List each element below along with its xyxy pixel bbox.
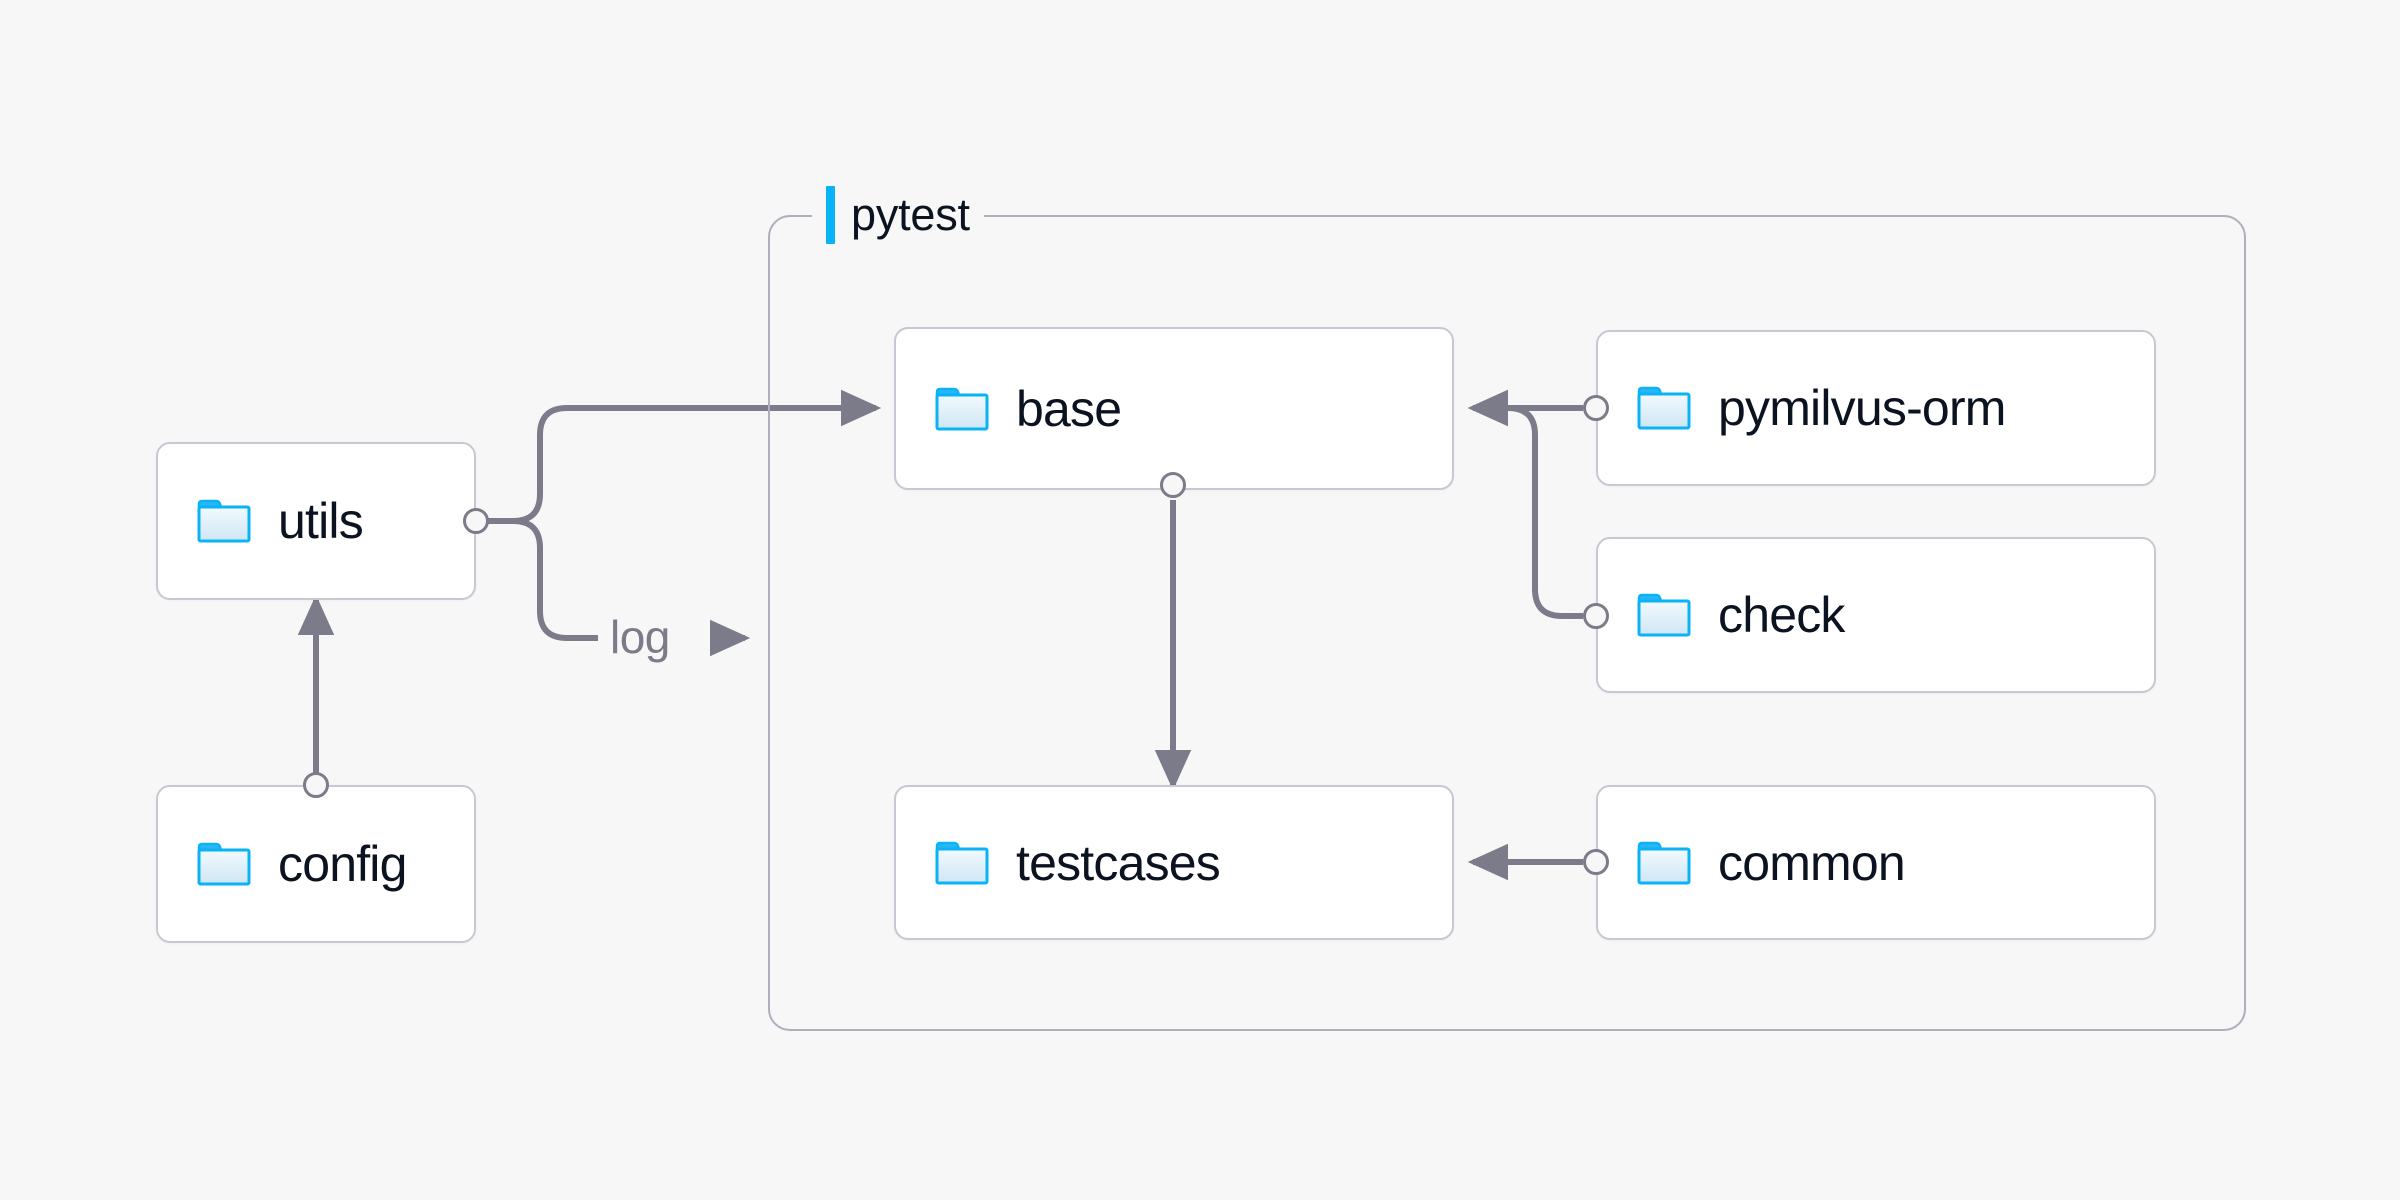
node-check[interactable]: check <box>1596 537 2156 693</box>
node-pymilvus-orm-content: pymilvus-orm <box>1598 383 2006 433</box>
folder-icon <box>935 387 989 430</box>
edge-utils-to-pytest-log <box>487 518 598 641</box>
folder-icon <box>197 499 251 543</box>
node-pymilvus-orm-label: pymilvus-orm <box>1718 380 2006 436</box>
port-common-left[interactable] <box>1583 849 1609 875</box>
group-pytest <box>768 215 2246 1031</box>
node-base-label: base <box>1016 380 1122 437</box>
folder-icon <box>1637 593 1691 637</box>
port-pymilvus-orm-left[interactable] <box>1583 395 1609 421</box>
node-base[interactable]: base <box>894 327 1454 490</box>
node-pymilvus-orm[interactable]: pymilvus-orm <box>1596 330 2156 486</box>
edge-label-log: log <box>598 614 682 660</box>
node-base-content: base <box>896 380 1122 437</box>
node-common-content: common <box>1598 834 1906 891</box>
node-common[interactable]: common <box>1596 785 2156 940</box>
node-testcases[interactable]: testcases <box>894 785 1454 940</box>
node-utils-label: utils <box>278 493 364 549</box>
folder-icon <box>935 841 989 884</box>
group-pytest-label: pytest <box>812 183 984 247</box>
port-check-left[interactable] <box>1583 603 1609 629</box>
node-common-label: common <box>1718 834 1906 891</box>
node-config-label: config <box>278 836 407 892</box>
accent-bar-icon <box>826 186 835 244</box>
node-config[interactable]: config <box>156 785 476 943</box>
folder-icon <box>1637 386 1691 430</box>
port-base-bottom[interactable] <box>1160 472 1186 498</box>
folder-icon <box>197 842 251 886</box>
port-utils-right[interactable] <box>463 508 489 534</box>
port-config-top[interactable] <box>303 772 329 798</box>
node-check-content: check <box>1598 590 1845 640</box>
node-utils-content: utils <box>158 493 364 549</box>
node-testcases-content: testcases <box>896 834 1221 891</box>
node-utils[interactable]: utils <box>156 442 476 600</box>
group-pytest-label-text: pytest <box>851 189 970 240</box>
node-check-label: check <box>1718 587 1845 643</box>
folder-icon <box>1637 841 1691 884</box>
node-testcases-label: testcases <box>1016 834 1221 891</box>
node-config-content: config <box>158 839 407 889</box>
